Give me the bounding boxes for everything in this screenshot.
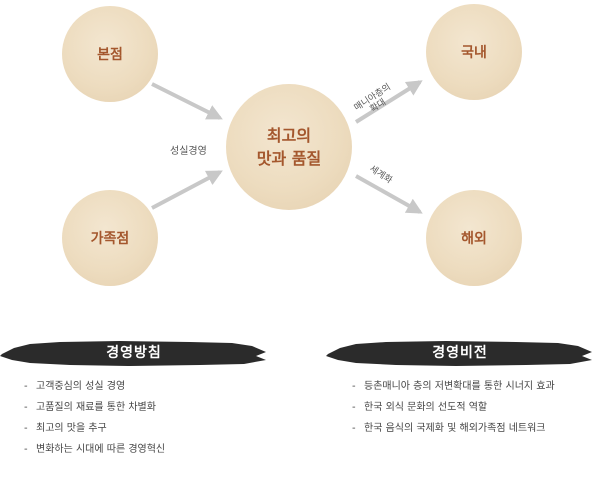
list-item-text: 등촌매니아 층의 저변확대를 통한 시너지 효과: [364, 381, 555, 392]
node-family-store: 가족점: [62, 190, 158, 286]
node-center-line1: 최고의: [266, 125, 312, 145]
node-overseas: 해외: [426, 190, 522, 286]
list-item-text: 한국 외식 문화의 선도적 역할: [364, 402, 488, 413]
list-item: -고객중심의 성실 경영: [24, 381, 126, 392]
list-item-text: 고객중심의 성실 경영: [36, 381, 126, 392]
list-item: -변화하는 시대에 따른 경영혁신: [24, 444, 166, 455]
management-policy-list: -고객중심의 성실 경영 -고품질의 재료를 통한 차별화 -최고의 맛을 추구…: [24, 376, 165, 460]
arrow-family-to-center: [151, 170, 223, 210]
arrow-center-to-domestic: [354, 80, 423, 124]
arrow-headquarters-to-center: [151, 82, 223, 120]
list-item-text: 한국 음식의 국제화 및 해외가족점 네트워크: [364, 423, 546, 434]
edge-label-sincere-management: 성실경영: [170, 146, 207, 157]
list-item: -고품질의 재료를 통한 차별화: [24, 402, 156, 413]
node-domestic-label: 국내: [461, 45, 487, 61]
management-vision-banner: 경영비전: [326, 336, 594, 370]
arrow-center-to-overseas: [355, 174, 423, 214]
management-policy-title: 경영방침: [106, 345, 162, 361]
list-item: -등촌매니아 층의 저변확대를 통한 시너지 효과: [352, 381, 555, 392]
management-policy-banner: 경영방침: [0, 336, 268, 370]
list-item-text: 최고의 맛을 추구: [36, 423, 107, 434]
management-vision-list: -등촌매니아 층의 저변확대를 통한 시너지 효과 -한국 외식 문화의 선도적…: [352, 376, 555, 439]
list-item-text: 고품질의 재료를 통한 차별화: [36, 402, 156, 413]
node-family-store-label: 가족점: [90, 231, 130, 247]
node-center-line2: 맛과 품질: [256, 149, 322, 168]
list-item-text: 변화하는 시대에 따른 경영혁신: [36, 444, 166, 455]
node-headquarters: 본점: [62, 6, 158, 102]
brush-stroke-shape: [326, 341, 592, 366]
arrows-layer: [151, 80, 423, 214]
brush-stroke-shape: [0, 341, 266, 366]
node-domestic: 국내: [426, 4, 522, 100]
node-overseas-label: 해외: [461, 231, 487, 247]
management-vision-title: 경영비전: [432, 345, 488, 361]
list-item: -한국 음식의 국제화 및 해외가족점 네트워크: [352, 423, 546, 434]
node-headquarters-label: 본점: [97, 47, 123, 63]
list-item: -한국 외식 문화의 선도적 역할: [352, 402, 488, 413]
node-center: 최고의 맛과 품질: [226, 84, 352, 210]
list-item: -최고의 맛을 추구: [24, 423, 107, 434]
